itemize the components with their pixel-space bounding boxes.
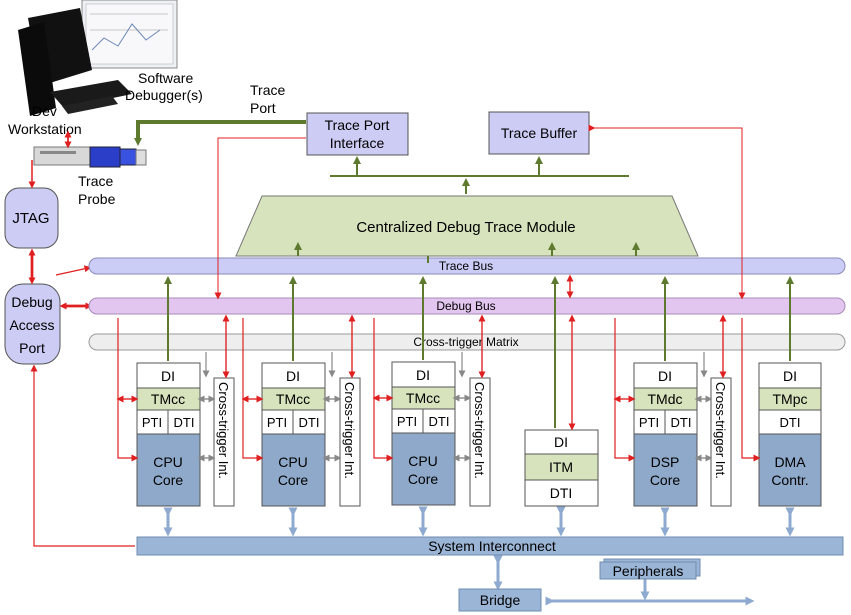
cpu-core-1-group bbox=[136, 362, 235, 507]
core-4-tm-label: TMdc bbox=[648, 391, 683, 407]
dma-core-label-1: DMA bbox=[774, 454, 806, 470]
core-1-di-box bbox=[136, 362, 201, 389]
itm-group bbox=[524, 429, 599, 507]
cpu-core-3-group bbox=[391, 361, 491, 507]
trace-probe-label-2: Probe bbox=[78, 191, 116, 207]
trace-bus-links bbox=[164, 242, 794, 428]
core-1-dti-box bbox=[167, 409, 201, 435]
cross-trigger-links bbox=[197, 352, 713, 462]
trace-port-interface-label-1: Trace Port bbox=[325, 117, 390, 133]
core-1-pti-label: PTI bbox=[142, 415, 162, 430]
itm-label: ITM bbox=[549, 459, 573, 475]
debug-bus-links bbox=[116, 314, 761, 462]
dap-label-1: Debug bbox=[11, 294, 52, 310]
dma-controller-group bbox=[758, 362, 822, 507]
dap-label-3: Port bbox=[19, 340, 45, 356]
core-3-core-label-2: Core bbox=[408, 471, 439, 487]
dma-di-label: DI bbox=[783, 368, 797, 384]
workstation-label-2: Workstation bbox=[8, 121, 82, 137]
system-interconnect-bar bbox=[136, 536, 844, 556]
core-4-cti-label: Cross-trigger Int. bbox=[713, 382, 728, 479]
core-3-dti-label: DTI bbox=[429, 414, 450, 429]
core-2-pti-label: PTI bbox=[267, 415, 287, 430]
trace-probe-icon bbox=[33, 146, 147, 168]
jtag-label: JTAG bbox=[12, 210, 49, 227]
trace-bus-label: Trace Bus bbox=[439, 259, 493, 273]
trace-port-label-1: Trace bbox=[250, 82, 285, 98]
interconnect-links bbox=[163, 506, 795, 606]
trace-port-interface-label-2: Interface bbox=[330, 135, 385, 151]
peripherals-stack bbox=[599, 558, 701, 580]
bridge-label: Bridge bbox=[480, 592, 521, 608]
workstation-label-1: Dev bbox=[32, 103, 57, 119]
trace-port-interface-box bbox=[306, 112, 409, 156]
core-4-pti-label: PTI bbox=[639, 415, 659, 430]
core-3-pti-label: PTI bbox=[397, 414, 417, 429]
core-2-cti-label: Cross-trigger Int. bbox=[342, 382, 357, 479]
core-4-core-label-1: DSP bbox=[651, 454, 680, 470]
core-2-di-label: DI bbox=[286, 368, 300, 384]
trace-port-label-2: Port bbox=[250, 100, 276, 116]
debug-bus-label: Debug Bus bbox=[436, 299, 495, 313]
core-3-cti-label: Cross-trigger Int. bbox=[472, 382, 487, 479]
trace-probe-label-1: Trace bbox=[78, 173, 113, 189]
dma-dti-label: DTI bbox=[780, 415, 801, 430]
workstation-icon bbox=[18, 0, 178, 116]
core-3-di-label: DI bbox=[416, 367, 430, 383]
dma-tm-label: TMpc bbox=[773, 391, 808, 407]
core-2-core-label-2: Core bbox=[278, 472, 309, 488]
core-1-di-label: DI bbox=[161, 368, 175, 384]
dma-core-label-2: Contr. bbox=[771, 472, 808, 488]
core-2-tm-label: TMcc bbox=[276, 391, 310, 407]
core-2-dti-label: DTI bbox=[299, 415, 320, 430]
cpu-core-2-group bbox=[261, 362, 361, 507]
dsp-core-group bbox=[633, 362, 732, 507]
core-1-cpu-box bbox=[136, 433, 201, 507]
cross-trigger-matrix-label: Cross-trigger Matrix bbox=[413, 335, 518, 349]
core-1-dti-label: DTI bbox=[174, 415, 195, 430]
core-2-core-label-1: CPU bbox=[278, 454, 308, 470]
core-1-tm-label: TMcc bbox=[151, 391, 185, 407]
itm-dti-label: DTI bbox=[550, 485, 573, 501]
cross-trigger-matrix bbox=[88, 333, 846, 351]
itm-di-label: DI bbox=[554, 434, 568, 450]
bridge-box bbox=[458, 588, 542, 612]
core-1-core-label-1: CPU bbox=[153, 454, 183, 470]
core-4-di-label: DI bbox=[658, 368, 672, 384]
trace-buffer-label: Trace Buffer bbox=[501, 125, 578, 141]
core-3-core-label-1: CPU bbox=[408, 453, 438, 469]
core-3-tm-label: TMcc bbox=[406, 390, 440, 406]
debug-bus bbox=[88, 297, 846, 315]
system-interconnect-label: System Interconnect bbox=[428, 538, 556, 554]
trace-port-connection bbox=[134, 120, 306, 146]
core-4-dti-label: DTI bbox=[671, 415, 692, 430]
peripherals-label: Peripherals bbox=[613, 563, 684, 579]
core-4-core-label-2: Core bbox=[650, 472, 681, 488]
software-debugger-label-1: Software bbox=[138, 70, 193, 86]
software-debugger-label-2: Debugger(s) bbox=[125, 87, 203, 103]
cdtm-label: Centralized Debug Trace Module bbox=[356, 219, 575, 236]
dap-label-2: Access bbox=[9, 317, 54, 333]
core-1-pti-box bbox=[136, 409, 169, 435]
core-1-core-label-2: Core bbox=[153, 472, 184, 488]
core-1-cti-label: Cross-trigger Int. bbox=[216, 382, 231, 479]
